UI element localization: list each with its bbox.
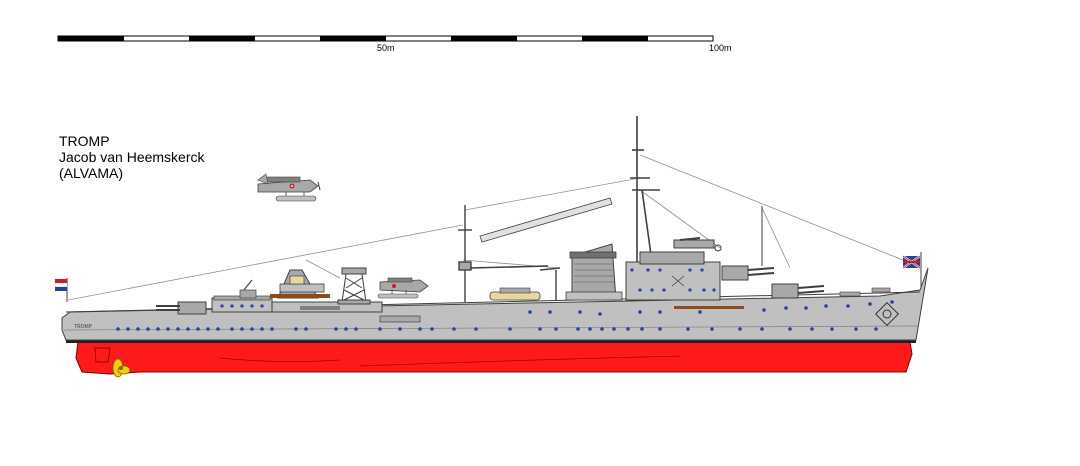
stern-flag (54, 278, 68, 302)
forward-gun-turret-lower (771, 283, 825, 299)
underwater-hull (75, 341, 913, 375)
funnel (565, 243, 623, 301)
scale-bar (57, 35, 714, 42)
propeller-icon (112, 358, 131, 378)
aft-anti-aircraft-guns (239, 279, 257, 299)
hull-marking: TROMP (74, 324, 93, 330)
anchor-icon (874, 301, 900, 327)
catapult-tower (270, 269, 330, 299)
rudder (94, 347, 111, 363)
aft-mast (458, 205, 549, 302)
forward-gun-turret-upper (721, 265, 775, 281)
hull-portholes (116, 300, 894, 331)
ship-name-title: TROMP (59, 133, 110, 149)
ship-boats (489, 287, 541, 301)
seaplane-on-deck-icon (377, 277, 429, 299)
searchlight-tower (337, 267, 371, 305)
aft-superstructure (211, 295, 421, 323)
ship-project-subtitle: (ALVAMA) (59, 165, 124, 181)
scale-label-50m: 50m (377, 43, 395, 53)
fore-mast (630, 116, 660, 263)
waterline-band (66, 339, 916, 343)
rangefinder-boom (479, 197, 613, 243)
ship-class-subtitle: Jacob van Heemskerck (59, 149, 205, 165)
scale-label-100m: 100m (709, 43, 732, 53)
bridge-superstructure (625, 237, 744, 309)
forecastle-details (839, 287, 891, 297)
aft-gun-turret (156, 301, 207, 315)
rigging-lines (67, 154, 914, 301)
scale-bar-dark-segments (58, 36, 648, 41)
bow-jack (902, 252, 922, 290)
boat-crane (539, 267, 561, 300)
flying-seaplane-icon (257, 173, 321, 202)
